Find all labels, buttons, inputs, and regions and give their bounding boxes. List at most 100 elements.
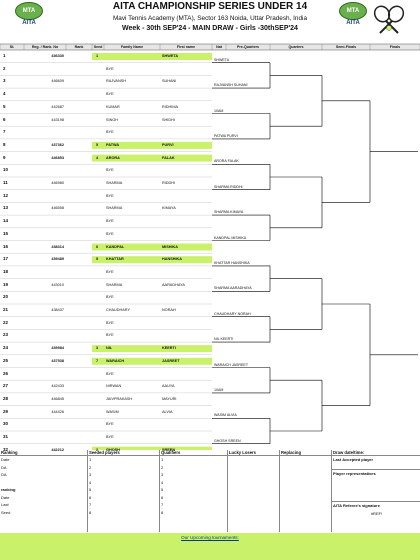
qualifiers-slot-number: 8 xyxy=(161,509,164,515)
upcoming-tournaments-link[interactable]: Our Upcoming tournaments: xyxy=(181,535,239,540)
column-header: Semi-Finals xyxy=(335,45,357,49)
column-header: Nat xyxy=(216,45,222,49)
cell-reg: 446980 xyxy=(51,181,64,185)
seeded-slot: 4 xyxy=(88,479,159,487)
mta-logo-right: MTA AITA xyxy=(334,2,372,34)
prequarter-entry: CHAUDHARY NORAH xyxy=(214,311,251,316)
cell-reg: 444426 xyxy=(51,409,64,414)
cell-no: 25 xyxy=(3,357,9,363)
column-header: Family Name xyxy=(120,45,144,49)
prequarter-entry: KHATTAR HANSHIKA xyxy=(214,260,250,265)
cell-family: BYE xyxy=(106,231,114,236)
cell-reg: 438437 xyxy=(51,308,64,312)
cell-family: KANDPAL xyxy=(106,244,125,249)
cell-no: 8 xyxy=(3,141,6,147)
player-reps-label: Player representatives xyxy=(332,470,420,502)
cell-no: 1 xyxy=(3,53,6,58)
column-header: First name xyxy=(176,45,196,49)
ranking-line: DA xyxy=(1,464,7,470)
cell-reg: 442687 xyxy=(51,104,64,109)
seeded-slot: 6 xyxy=(88,494,159,502)
cell-no: 18 xyxy=(3,268,9,274)
ranking-line: Seed xyxy=(1,509,11,515)
cell-first: AARADHAYA xyxy=(162,282,185,287)
cell-no: 4 xyxy=(3,91,6,97)
cell-reg: 442212 xyxy=(51,447,64,452)
cell-no: 5 xyxy=(3,103,6,109)
seed-highlight xyxy=(92,154,212,162)
prequarter-entry: SHARMA KIMAYA xyxy=(214,210,244,215)
ranking-line: ranking xyxy=(1,487,16,492)
prequarter-entry: RAJVANSH SUHANI xyxy=(214,83,248,88)
lucky-losers-box: Lucky Losers xyxy=(228,450,280,532)
cell-no: 24 xyxy=(3,345,9,351)
cell-family: SHARMA xyxy=(106,282,123,287)
seed-highlight xyxy=(92,53,212,60)
cell-no: 30 xyxy=(3,421,9,427)
draw-row: 30 BYE xyxy=(0,418,212,431)
cell-seed: 2 xyxy=(96,447,99,452)
cell-seed: 3 xyxy=(96,346,99,351)
cell-first: SUHANI xyxy=(162,79,177,84)
prequarter-entry: WASIM ALVIA xyxy=(214,413,237,418)
cell-family: RAJVANSH xyxy=(106,79,126,84)
cell-no: 9 xyxy=(3,154,6,160)
page-title: AITA CHAMPIONSHIP SERIES UNDER 14 xyxy=(112,1,308,12)
cell-first: KIMAYA xyxy=(162,206,176,211)
cell-family: BYE xyxy=(106,422,114,427)
cell-reg: 436330 xyxy=(51,54,64,58)
aita-logo-text: AITA xyxy=(22,20,36,26)
prequarter-entry: KANDPAL MISHIKA xyxy=(214,235,247,240)
cell-no: 29 xyxy=(3,408,9,414)
cell-first: SHIDHI xyxy=(162,117,175,122)
cell-family: BYE xyxy=(106,168,114,173)
cell-no: 17 xyxy=(3,256,9,262)
cell-first: SREEN xyxy=(162,447,176,452)
referee-signature-value: #REF! xyxy=(370,510,383,516)
qualifiers-slot: 8 xyxy=(160,509,227,517)
cell-family: NIRWAN xyxy=(106,384,122,389)
qualifiers-slot: 4 xyxy=(160,479,227,487)
qualifiers-slot: 5 xyxy=(160,486,227,494)
cell-no: 23 xyxy=(3,332,9,338)
cell-reg: 443010 xyxy=(51,282,64,287)
cell-first: PURVI xyxy=(162,142,174,147)
bottom-panel: Ranking Date DA DA ranking Date Last See… xyxy=(0,450,420,532)
prequarter-entry: GHOSH SREEN xyxy=(214,438,241,443)
aita-logo-text: AITA xyxy=(346,20,360,26)
draw-row: 23 BYE xyxy=(0,329,212,342)
prequarter-entry: NIL KEERTI xyxy=(214,337,234,342)
cell-no: 11 xyxy=(3,180,8,185)
seeded-slot-number: 1 xyxy=(89,457,92,462)
cell-family: BYE xyxy=(106,435,114,439)
cell-reg: 442433 xyxy=(51,384,64,389)
mta-logo-left: MTA AITA xyxy=(10,2,48,34)
cell-family: BYE xyxy=(106,333,114,338)
cell-family: KUMAR xyxy=(106,104,120,109)
draw-date-label: Draw date/time: xyxy=(332,450,420,456)
cell-no: 20 xyxy=(3,294,9,300)
seeded-slot-number: 6 xyxy=(89,494,92,500)
prequarter-entry: SHWETA xyxy=(214,57,230,62)
referee-signature-label: AITA Referee's signature xyxy=(333,503,380,508)
crossed-rackets-icon xyxy=(373,5,405,34)
cell-reg: 438314 xyxy=(51,244,64,249)
cell-reg: 437538 xyxy=(51,358,64,363)
qualifiers-slot: 7 xyxy=(160,501,227,509)
qualifiers-slot-number: 3 xyxy=(161,472,164,477)
cell-no: 26 xyxy=(3,370,9,376)
ranking-line: Date xyxy=(1,494,10,500)
cell-family: BYE xyxy=(106,269,114,274)
tennis-ball-icon: MTA xyxy=(339,2,367,20)
